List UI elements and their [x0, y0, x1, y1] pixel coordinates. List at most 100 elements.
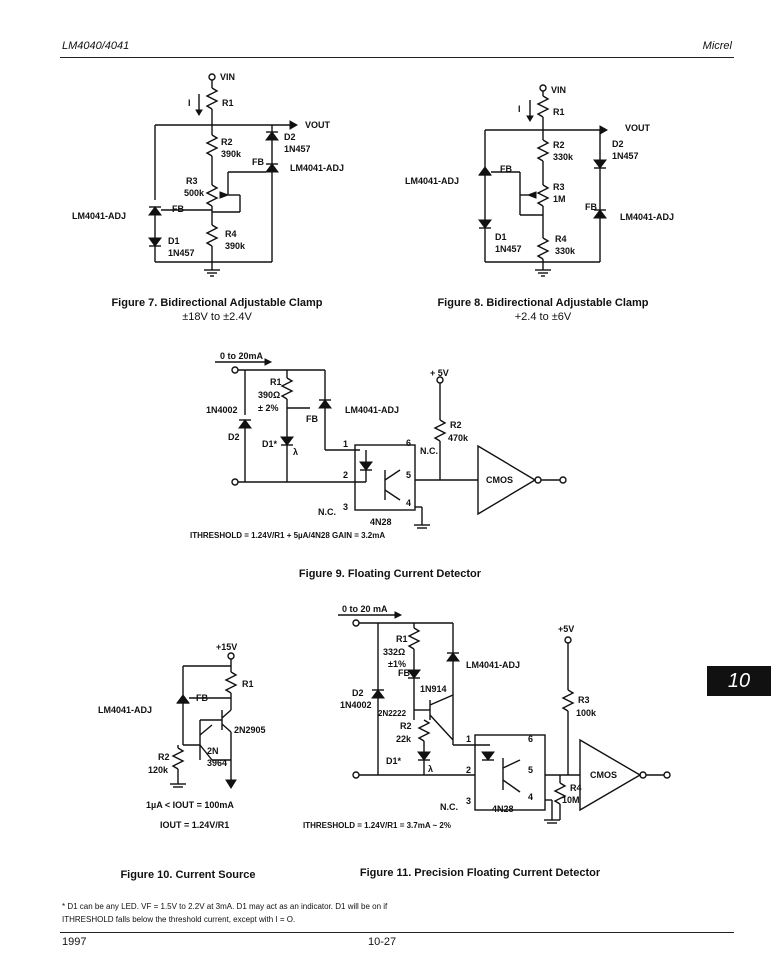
svg-text:2N2222: 2N2222 [378, 709, 407, 718]
svg-text:N.C.: N.C. [420, 446, 438, 456]
svg-text:2: 2 [466, 765, 471, 775]
fig11-r4-resistor [553, 782, 567, 805]
svg-text:FB: FB [252, 157, 264, 167]
svg-text:+15V: +15V [216, 642, 237, 652]
svg-text:R3: R3 [553, 182, 565, 192]
svg-text:R2: R2 [221, 137, 233, 147]
figure-8-caption: Figure 8. Bidirectional Adjustable Clamp… [437, 297, 649, 323]
figure-8-schematic: VIN R1 I VOUT R2 330k D2 1N457 FB LM4041… [405, 84, 674, 277]
fig8-r3-pot [536, 184, 550, 207]
figure-7-schematic: VIN R1 I VOUT R2 390k D2 1N457 FB LM4041… [72, 72, 344, 277]
svg-text:D2: D2 [228, 432, 240, 442]
svg-text:5: 5 [528, 765, 533, 775]
svg-text:+ 5V: + 5V [430, 368, 449, 378]
fig11-d1-led [417, 751, 431, 761]
svg-text:1: 1 [343, 439, 348, 449]
fig9-r1-resistor [280, 377, 294, 400]
fig7-vout-label: VOUT [305, 120, 331, 130]
svg-text:LM4041-ADJ: LM4041-ADJ [290, 163, 344, 173]
footnote: * D1 can be any LED. VF = 1.5V to 2.2V a… [62, 902, 388, 924]
fig10-r1-resistor [224, 671, 238, 694]
svg-text:D2: D2 [352, 688, 364, 698]
fig10-iout-eq: IOUT = 1.24V/R1 [160, 820, 229, 830]
svg-text:D1: D1 [168, 236, 180, 246]
fig8-zener-left [478, 166, 492, 176]
svg-text:332Ω: 332Ω [383, 647, 405, 657]
svg-text:D1*: D1* [262, 439, 278, 449]
svg-text:1N457: 1N457 [168, 248, 195, 258]
svg-text:FB: FB [306, 414, 318, 424]
header-company: Micrel [702, 40, 732, 52]
svg-text:LM4041-ADJ: LM4041-ADJ [72, 211, 126, 221]
svg-text:4N28: 4N28 [492, 804, 514, 814]
svg-text:500k: 500k [184, 188, 205, 198]
svg-text:I: I [518, 104, 521, 114]
fig9-optocoupler [354, 444, 416, 511]
svg-text:0 to 20 mA: 0 to 20 mA [342, 604, 388, 614]
svg-text:FB: FB [398, 668, 410, 678]
svg-text:100k: 100k [576, 708, 597, 718]
svg-text:1N457: 1N457 [284, 144, 311, 154]
svg-text:LM4041-ADJ: LM4041-ADJ [405, 176, 459, 186]
fig9-d1-led [280, 436, 294, 446]
fig8-d1-diode [478, 219, 492, 229]
figure-11-caption: Figure 11. Precision Floating Current De… [359, 867, 601, 879]
svg-text:6: 6 [406, 438, 411, 448]
svg-text:FB: FB [585, 202, 597, 212]
figure-9-caption: Figure 9. Floating Current Detector [298, 568, 482, 580]
svg-text:1N914: 1N914 [420, 684, 447, 694]
fig9-threshold-eq: ITHRESHOLD = 1.24V/R1 + 5µA/4N28 GAIN = … [190, 531, 385, 540]
svg-text:CMOS: CMOS [590, 770, 617, 780]
fig7-r1-label: R1 [222, 98, 234, 108]
svg-text:1: 1 [466, 734, 471, 744]
header-doc-title: LM4040/4041 [62, 40, 130, 52]
svg-text:D2: D2 [612, 139, 624, 149]
svg-text:4: 4 [528, 792, 533, 802]
svg-text:2: 2 [343, 470, 348, 480]
svg-text:±1%: ±1% [388, 659, 406, 669]
fig7-zener-left [148, 206, 162, 216]
figure-7-caption: Figure 7. Bidirectional Adjustable Clamp… [111, 297, 323, 323]
fig7-r3-pot [205, 184, 219, 207]
svg-text:6: 6 [528, 734, 533, 744]
svg-text:0 to 20mA: 0 to 20mA [220, 351, 264, 361]
fig11-r2-resistor [417, 719, 431, 742]
svg-text:D1*: D1* [386, 756, 402, 766]
fig9-zener [318, 399, 332, 409]
svg-text:22k: 22k [396, 734, 412, 744]
svg-text:R4: R4 [225, 229, 237, 239]
svg-text:R2: R2 [450, 420, 462, 430]
svg-text:R4: R4 [570, 783, 582, 793]
svg-text:λ: λ [428, 764, 433, 774]
svg-text:LM4041-ADJ: LM4041-ADJ [620, 212, 674, 222]
svg-text:VOUT: VOUT [625, 123, 651, 133]
fig11-d2-diode [371, 689, 385, 699]
svg-text:R4: R4 [555, 234, 567, 244]
svg-text:D1: D1 [495, 232, 507, 242]
svg-text:1N457: 1N457 [612, 151, 639, 161]
svg-text:D2: D2 [284, 132, 296, 142]
fig8-r4-resistor [536, 237, 550, 260]
svg-text:FB: FB [172, 204, 184, 214]
figure-11-schematic: 0 to 20 mA D2 1N4002 R1 332Ω ±1% 1N914 F… [303, 604, 671, 830]
svg-text:5: 5 [406, 470, 411, 480]
svg-text:3964: 3964 [207, 758, 227, 768]
svg-text:3: 3 [466, 796, 471, 806]
svg-text:R2: R2 [400, 721, 412, 731]
svg-text:390k: 390k [221, 149, 242, 159]
fig10-condition: 1µA < IOUT = 100mA [146, 800, 234, 810]
svg-text:390Ω: 390Ω [258, 390, 280, 400]
svg-text:1N4002: 1N4002 [340, 700, 372, 710]
svg-text:120k: 120k [148, 765, 169, 775]
fig8-r2-resistor [536, 139, 550, 162]
svg-text:470k: 470k [448, 433, 469, 443]
svg-text:10M: 10M [562, 795, 580, 805]
fig9-cmos-buffer [477, 444, 537, 516]
fig7-r4-resistor [205, 224, 219, 247]
svg-text:390k: 390k [225, 241, 246, 251]
fig11-r3-resistor [561, 689, 575, 712]
fig11-1n914-diode [407, 669, 421, 679]
svg-text:R1: R1 [270, 377, 282, 387]
figure-10-schematic: +15V R1 FB LM4041-ADJ 2N2905 2N 3964 R2 … [98, 642, 266, 830]
fig7-d1-diode [148, 237, 162, 247]
